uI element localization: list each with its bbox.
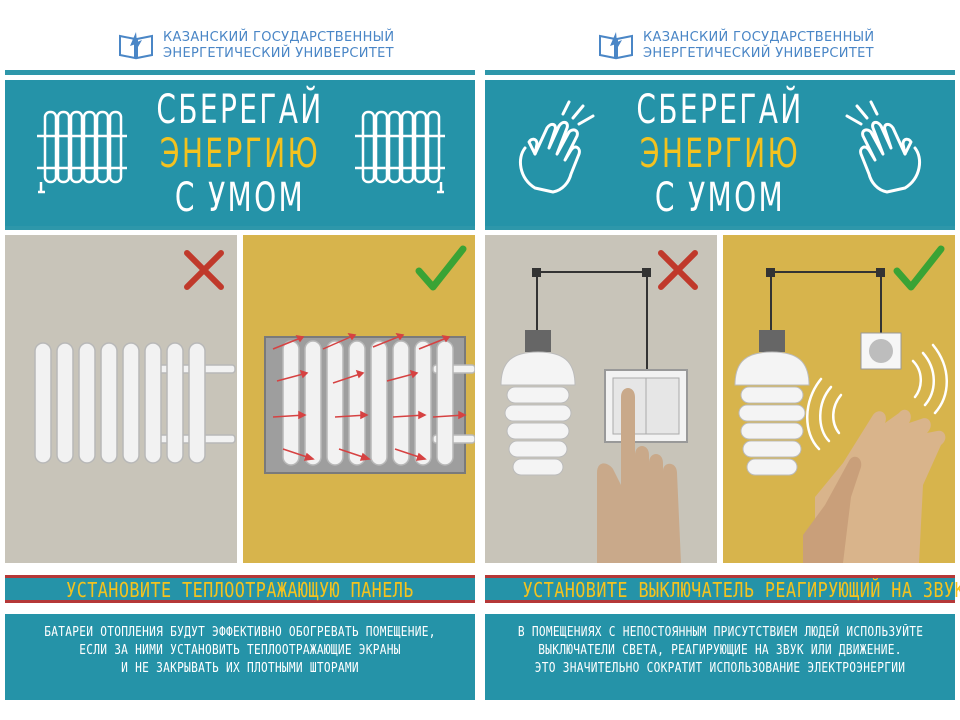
top-rule (485, 70, 955, 75)
check-mark-icon (415, 245, 467, 291)
divider-rule (485, 226, 955, 230)
clapping-hands-icon (518, 100, 595, 194)
clapping-hands-icon (845, 100, 922, 194)
headline-line3: С УМОМ (654, 175, 786, 221)
top-rule (5, 70, 475, 75)
radiator-with-panel-illustration (264, 332, 475, 474)
headline-line3: С УМОМ (174, 175, 306, 221)
headline-banner: УСТАНОВИТЕ ТЕПЛООТРАЖАЮЩУЮ ПАНЕЛЬ (5, 575, 475, 603)
description-line: В ПОМЕЩЕНИЯХ С НЕПОСТОЯННЫМ ПРИСУТСТВИЕМ… (517, 625, 924, 640)
description-line: ЕСЛИ ЗА НИМИ УСТАНОВИТЬ ТЕПЛООТРАЖАЮЩИЕ … (79, 643, 401, 658)
description-box: В ПОМЕЩЕНИЯХ С НЕПОСТОЯННЫМ ПРИСУТСТВИЕМ… (485, 614, 955, 700)
description-line: И НЕ ЗАКРЫВАТЬ ИХ ПЛОТНЫМИ ШТОРАМИ (121, 661, 359, 676)
university-name-line2: ЭНЕРГЕТИЧЕСКИЙ УНИВЕРСИТЕТ (163, 46, 394, 61)
panel-wrong (5, 235, 237, 563)
description-line: БАТАРЕИ ОТОПЛЕНИЯ БУДУТ ЭФФЕКТИВНО ОБОГР… (44, 625, 436, 640)
cross-mark-icon (658, 250, 698, 290)
headline: СБЕРЕГАЙ ЭНЕРГИЮ С УМОМ (57, 88, 424, 220)
description-line: ЭТО ЗНАЧИТЕЛЬНО СОКРАТИТ ИСПОЛЬЗОВАНИЕ Э… (534, 661, 906, 676)
description-box: БАТАРЕИ ОТОПЛЕНИЯ БУДУТ ЭФФЕКТИВНО ОБОГР… (5, 614, 475, 700)
sound-sensor-illustration (734, 268, 948, 563)
light-bulb-switch-illustration (500, 268, 688, 563)
poster-header: СБЕРЕГАЙ ЭНЕРГИЮ С УМОМ (5, 80, 475, 226)
headline-line1: СБЕРЕГАЙ (156, 87, 324, 133)
university-logo: КАЗАНСКИЙ ГОСУДАРСТВЕННЫЙ ЭНЕРГЕТИЧЕСКИЙ… (597, 28, 874, 68)
headline-line2: ЭНЕРГИЮ (639, 131, 801, 177)
university-name-line2: ЭНЕРГЕТИЧЕСКИЙ УНИВЕРСИТЕТ (643, 46, 874, 61)
radiator-illustration (34, 342, 236, 464)
radiator-icon (37, 110, 127, 194)
headline-line1: СБЕРЕГАЙ (636, 87, 804, 133)
headline: СБЕРЕГАЙ ЭНЕРГИЮ С УМОМ (537, 88, 904, 220)
check-mark-icon (893, 245, 945, 291)
divider-rule (5, 226, 475, 230)
university-name-line1: КАЗАНСКИЙ ГОСУДАРСТВЕННЫЙ (163, 30, 395, 45)
university-name-line1: КАЗАНСКИЙ ГОСУДАРСТВЕННЫЙ (643, 30, 875, 45)
headline-banner: УСТАНОВИТЕ ВЫКЛЮЧАТЕЛЬ РЕАГИРУЮЩИЙ НА ЗВ… (485, 575, 960, 603)
poster-header: СБЕРЕГАЙ ЭНЕРГИЮ С УМОМ (485, 80, 955, 226)
poster-sound-switch: КАЗАНСКИЙ ГОСУДАРСТВЕННЫЙ ЭНЕРГЕТИЧЕСКИЙ… (485, 0, 960, 700)
book-logo-icon (119, 32, 153, 60)
headline-line2: ЭНЕРГИЮ (159, 131, 321, 177)
panel-right (243, 235, 475, 563)
radiator-icon (355, 110, 445, 194)
banner-title: УСТАНОВИТЕ ТЕПЛООТРАЖАЮЩУЮ ПАНЕЛЬ (66, 578, 414, 602)
panel-right (723, 235, 955, 563)
banner-title: УСТАНОВИТЕ ВЫКЛЮЧАТЕЛЬ РЕАГИРУЮЩИЙ НА ЗВ… (522, 578, 960, 602)
university-logo: КАЗАНСКИЙ ГОСУДАРСТВЕННЫЙ ЭНЕРГЕТИЧЕСКИЙ… (117, 28, 394, 68)
book-logo-icon (599, 32, 633, 60)
panel-wrong (485, 235, 717, 563)
poster-radiator: КАЗАНСКИЙ ГОСУДАРСТВЕННЫЙ ЭНЕРГЕТИЧЕСКИЙ… (5, 0, 475, 700)
description-line: ВЫКЛЮЧАТЕЛИ СВЕТА, РЕАГИРУЮЩИЕ НА ЗВУК И… (538, 643, 902, 658)
cross-mark-icon (184, 250, 224, 290)
